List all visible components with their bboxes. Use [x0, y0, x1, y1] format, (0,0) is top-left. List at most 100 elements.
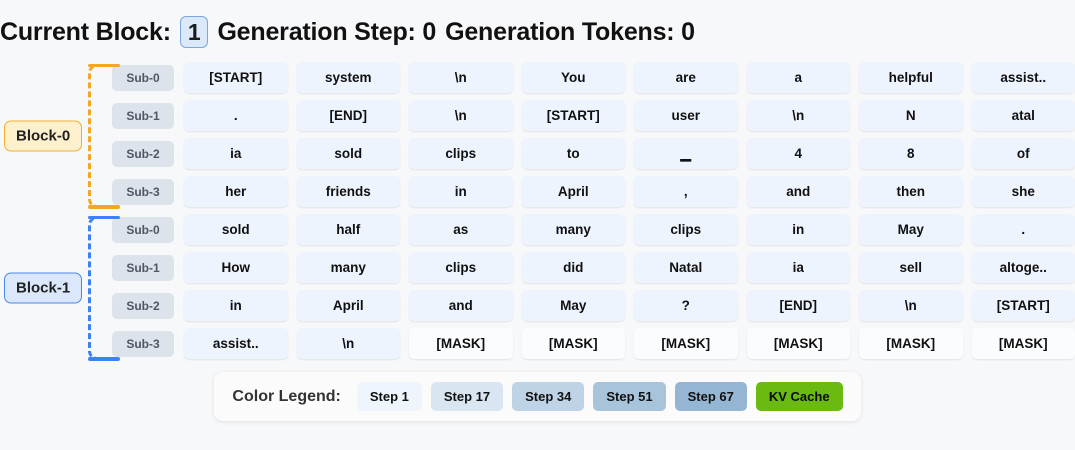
block-tag-1[interactable]: Block-1	[4, 272, 83, 304]
token-cell[interactable]: How	[184, 252, 288, 283]
token-cell[interactable]: ,	[634, 176, 738, 207]
token-cell[interactable]: a	[746, 62, 850, 93]
token-cell[interactable]: 8	[859, 138, 963, 169]
token-cell[interactable]: in	[184, 290, 288, 321]
token-cell[interactable]: ?	[634, 290, 738, 321]
token-cell[interactable]: and	[409, 290, 513, 321]
token-cell[interactable]: many	[521, 214, 625, 245]
token-cell[interactable]: helpful	[859, 62, 963, 93]
block-tag-0[interactable]: Block-0	[4, 120, 83, 152]
block-bracket-1	[87, 215, 120, 361]
current-block-label: Current Block:	[0, 17, 171, 46]
token-cell[interactable]: .	[184, 100, 288, 131]
token-cell[interactable]: \n	[746, 100, 850, 131]
sub-block-label[interactable]: Sub-3	[112, 330, 174, 357]
legend-title: Color Legend:	[232, 387, 341, 405]
token-cell[interactable]: sold	[296, 138, 400, 169]
token-cell[interactable]: are	[634, 62, 738, 93]
token-cell[interactable]: she	[971, 176, 1075, 207]
token-cell[interactable]: ia	[746, 252, 850, 283]
sub-block-label[interactable]: Sub-2	[112, 292, 174, 319]
token-cell[interactable]: clips	[409, 138, 513, 169]
token-cell[interactable]: [MASK]	[409, 328, 513, 359]
sub-block-label[interactable]: Sub-0	[112, 64, 174, 91]
token-cell[interactable]: and	[746, 176, 850, 207]
token-cell[interactable]: April	[521, 176, 625, 207]
block-bracket-column	[82, 60, 120, 212]
legend-chip-kv-cache: KV Cache	[755, 382, 843, 411]
token-cell[interactable]: to	[521, 138, 625, 169]
token-cell[interactable]: May	[859, 214, 963, 245]
token-cell[interactable]: user	[634, 100, 738, 131]
token-cell[interactable]: in	[746, 214, 850, 245]
token-cell[interactable]: [END]	[296, 100, 400, 131]
token-cell[interactable]: .	[971, 214, 1075, 245]
token-cell[interactable]: [MASK]	[971, 328, 1075, 359]
token-cell[interactable]: \n	[859, 290, 963, 321]
token-cell[interactable]: [START]	[971, 290, 1075, 321]
sub-block-label[interactable]: Sub-0	[112, 216, 174, 243]
token-cell[interactable]: altoge..	[971, 252, 1075, 283]
current-block-value: 1	[179, 16, 209, 48]
block-bracket-column	[82, 212, 120, 364]
token-cell[interactable]: clips	[409, 252, 513, 283]
token-cell[interactable]: then	[859, 176, 963, 207]
token-cell[interactable]: assist..	[184, 328, 288, 359]
token-cell[interactable]: [MASK]	[859, 328, 963, 359]
token-cell[interactable]: system	[296, 62, 400, 93]
token-cell[interactable]: of	[971, 138, 1075, 169]
token-cell[interactable]: many	[296, 252, 400, 283]
token-cell[interactable]: N	[859, 100, 963, 131]
token-cell[interactable]: her	[184, 176, 288, 207]
token-cell[interactable]: did	[521, 252, 625, 283]
token-cell[interactable]: clips	[634, 214, 738, 245]
token-cell[interactable]: Natal	[634, 252, 738, 283]
token-cell[interactable]: ▁	[634, 138, 738, 169]
legend-chip-step-1: Step 1	[356, 382, 422, 411]
token-cell[interactable]: ia	[184, 138, 288, 169]
token-cell[interactable]: [START]	[184, 62, 288, 93]
token-cell[interactable]: You	[521, 62, 625, 93]
token-cells: assist.. \n [MASK] [MASK] [MASK] [MASK] [MASK]…	[184, 328, 1075, 359]
token-cell[interactable]: [MASK]	[521, 328, 625, 359]
table-row: Sub-3 assist.. \n [MASK] [MASK] [MASK] [MASK] […	[112, 326, 1075, 361]
token-cell[interactable]: May	[521, 290, 625, 321]
sub-block-label[interactable]: Sub-2	[112, 140, 174, 167]
token-cell[interactable]: [END]	[746, 290, 850, 321]
token-cell[interactable]: atal	[971, 100, 1075, 131]
token-cell[interactable]: [MASK]	[634, 328, 738, 359]
generation-tokens-label: Generation Tokens: 0	[445, 17, 695, 46]
legend-chip-step-17: Step 17	[430, 382, 504, 411]
token-cell[interactable]: [START]	[521, 100, 625, 131]
token-cell[interactable]: \n	[409, 62, 513, 93]
token-cell[interactable]: \n	[409, 100, 513, 131]
sub-block-label[interactable]: Sub-3	[112, 178, 174, 205]
token-cell[interactable]: as	[409, 214, 513, 245]
token-cell[interactable]: in	[409, 176, 513, 207]
token-cell[interactable]: April	[296, 290, 400, 321]
token-cell[interactable]: sold	[184, 214, 288, 245]
table-row: Sub-2 in April and May? [END] \n [START]	[112, 288, 1075, 323]
sub-block-label[interactable]: Sub-1	[112, 254, 174, 281]
token-cell[interactable]: half	[296, 214, 400, 245]
token-cell[interactable]: 4	[746, 138, 850, 169]
token-cell[interactable]: [MASK]	[746, 328, 850, 359]
token-cell[interactable]: assist..	[971, 62, 1075, 93]
token-cell[interactable]: friends	[296, 176, 400, 207]
token-cell[interactable]: \n	[296, 328, 400, 359]
token-cell[interactable]: sell	[859, 252, 963, 283]
sub-block-label[interactable]: Sub-1	[112, 102, 174, 129]
legend-chip-step-34: Step 34	[512, 382, 585, 411]
